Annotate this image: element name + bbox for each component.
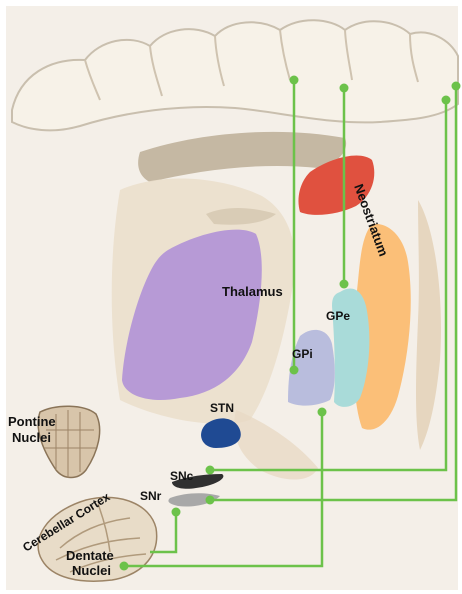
dentate-label-line1: Dentate bbox=[66, 548, 114, 563]
dentate-label-line2: Nuclei bbox=[72, 563, 111, 578]
gpe-label: GPe bbox=[326, 309, 350, 323]
snc-label: SNc bbox=[170, 469, 194, 483]
stn-label: STN bbox=[210, 401, 234, 415]
pontine-label-line1: Pontine bbox=[8, 414, 56, 429]
snr-label: SNr bbox=[140, 489, 162, 503]
pontine-label-line2: Nuclei bbox=[12, 430, 51, 445]
thalamus-label: Thalamus bbox=[222, 284, 283, 299]
gpi-label: GPi bbox=[292, 347, 313, 361]
